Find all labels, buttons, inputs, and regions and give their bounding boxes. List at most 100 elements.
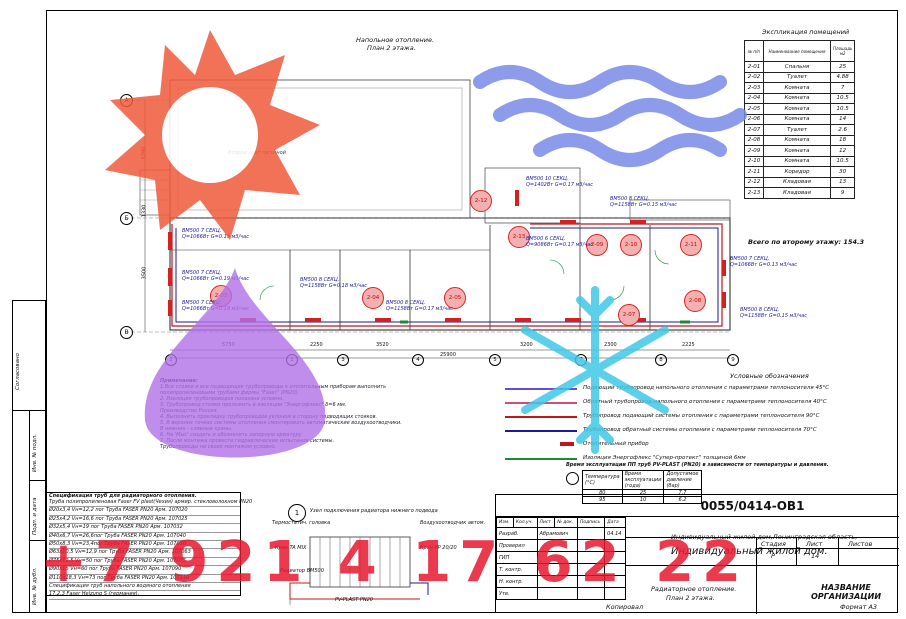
rooms-cell: 10.5 xyxy=(829,103,856,115)
stage-header: Стадия xyxy=(761,540,786,548)
sign-row: Проверил xyxy=(496,539,626,552)
sign-name xyxy=(536,575,578,588)
rooms-cell: 13 xyxy=(829,176,856,188)
spec-row: Ø40х6,7 Vн=26,6пог Труба FASER PN20 Арм.… xyxy=(49,533,240,541)
sign-row: ГИП xyxy=(496,551,626,564)
rooms-cell: Туалет xyxy=(763,124,831,136)
note-line: Трубопроводы не своих монтажом условно. xyxy=(160,444,277,450)
dim-3520: 3520 xyxy=(376,342,389,348)
sign-signature xyxy=(576,575,606,588)
rooms-cell: 14 xyxy=(829,113,856,125)
rooms-explication: Экспликация помещений № п/п Наименование… xyxy=(744,28,864,246)
legend-swatch xyxy=(505,416,577,418)
rooms-cell: 10.5 xyxy=(829,92,856,104)
dim-1330: 1330 xyxy=(141,204,148,218)
legend: Подающий трубопровод напольного отоплени… xyxy=(505,383,890,467)
legend-swatch xyxy=(505,402,577,404)
sign-col-header: Кол.уч. xyxy=(512,517,538,528)
rooms-header-row: № п/п Наименование помещения Площадь м2 xyxy=(744,40,856,62)
spec-row: Ø20х3,4 Vн=12,2 пог Труба FASER PN20 Арм… xyxy=(49,507,240,516)
sign-signature xyxy=(576,563,606,576)
detail-label: PV-PLAST PN20 xyxy=(335,597,373,603)
rooms-header: Площадь м2 xyxy=(829,40,856,62)
rooms-cell: 12 xyxy=(829,145,856,157)
legend-swatch xyxy=(505,430,577,432)
sign-role: Утв. xyxy=(496,587,538,600)
tb-project: Индивидуальный жилой дом. xyxy=(671,546,828,557)
axis-1: 1 xyxy=(165,354,177,366)
sheet-value: 14 xyxy=(811,552,820,560)
legend-text: Подающий трубопровод напольного отоплени… xyxy=(583,385,830,391)
rooms-table: № п/п Наименование помещения Площадь м2 … xyxy=(744,40,856,199)
void-label: Второй свет гостиной xyxy=(228,150,286,156)
axis-8: 8 xyxy=(655,354,667,366)
dim-5750: 5750 xyxy=(222,342,235,348)
sign-name xyxy=(536,539,578,552)
spec-row: Спецификация труб напольного водяного от… xyxy=(49,583,240,592)
agreed-label: Согласовано xyxy=(15,353,21,390)
rooms-header: Наименование помещения xyxy=(763,40,831,62)
sign-name xyxy=(536,563,578,576)
room-tag-2-08: 2-08 xyxy=(684,290,706,312)
spec-row: Ø63х10,5 Vн=12,9 пог Труба FASER PN20 Ар… xyxy=(49,549,240,558)
copied-label: Копировал xyxy=(606,603,644,611)
sign-signature xyxy=(576,587,606,600)
rooms-total-value: 154.3 xyxy=(843,238,864,246)
legend-item: Трубопровод подающий системы отопления с… xyxy=(505,411,890,424)
rooms-cell: 25 xyxy=(829,61,856,73)
rooms-cell: 2-13 xyxy=(744,187,764,199)
rooms-cell: 2-12 xyxy=(744,176,764,188)
sign-signature xyxy=(576,527,606,540)
rooms-cell: 4.88 xyxy=(829,71,856,83)
axis-9: 9 xyxy=(727,354,739,366)
dim-3500: 3500 xyxy=(141,266,148,280)
rooms-cell: 2-08 xyxy=(744,134,764,146)
sign-role: Н. контр. xyxy=(496,575,538,588)
rooms-cell: Комната xyxy=(763,113,831,125)
legend-item: Изоляция Энергофлекс "Супер-протект" тол… xyxy=(505,453,890,466)
spec-row: Ø25х4,2 Vн=16,6 пог Труба FASER PN20 Арм… xyxy=(49,516,240,525)
sign-date xyxy=(604,551,626,564)
room-tag-2-13: 2-13 xyxy=(508,226,530,248)
rooms-cell: 2-05 xyxy=(744,103,764,115)
pipe-table: Температура (°C) Время эксплуатации (год… xyxy=(582,470,702,504)
sign-col-header: № док. xyxy=(554,517,578,528)
sheet-title-1: Радиаторное отопление. xyxy=(651,585,737,593)
rooms-cell: 18 xyxy=(829,134,856,146)
legend-swatch xyxy=(505,388,577,390)
legend-swatch xyxy=(505,458,577,460)
room-tag-2-07: 2-07 xyxy=(618,304,640,326)
spec-row: Труба полипропиленовая Faser FV plast(Че… xyxy=(49,499,252,508)
manifold-label: ВМ500 8 СЕКЦ.Q=1158Вт G=0.15 м3/час xyxy=(610,196,677,208)
detail-label: Кран TA MIX xyxy=(275,545,307,551)
sign-name xyxy=(536,587,578,600)
rooms-total-label: Всего по второму этажу: xyxy=(748,238,842,246)
detail-label: Кран PP 20/20 xyxy=(420,545,457,551)
rooms-cell: Комната xyxy=(763,82,831,94)
dim-5790: 5790 xyxy=(141,146,148,160)
rooms-cell: Кладовая xyxy=(763,187,831,199)
sign-date: 04.14 xyxy=(604,527,626,540)
rooms-cell: 2-10 xyxy=(744,155,764,167)
sign-row: Утв. xyxy=(496,587,626,600)
plan-title-1: Напольное отопление. xyxy=(356,36,435,44)
sign-date xyxy=(604,563,626,576)
pipe-table-title: Время эксплуатации ПП труб PV-PLAST (PN2… xyxy=(566,462,829,468)
detail-node-marker: 1 xyxy=(288,504,306,522)
room-tag-2-05: 2-05 xyxy=(444,287,466,309)
rooms-cell: 10.5 xyxy=(829,155,856,167)
sign-date xyxy=(604,575,626,588)
manifold-label: ВМ500 10 СЕКЦ.Q=1402Вт G=0.17 м3/час xyxy=(526,176,593,188)
legend-item: Отопительный прибор xyxy=(505,439,890,452)
legend-text: Трубопровод подающий системы отопления с… xyxy=(583,413,820,419)
stage-value: Р xyxy=(771,552,775,560)
inv-dup-label: Инв. № дубл. xyxy=(32,567,38,605)
